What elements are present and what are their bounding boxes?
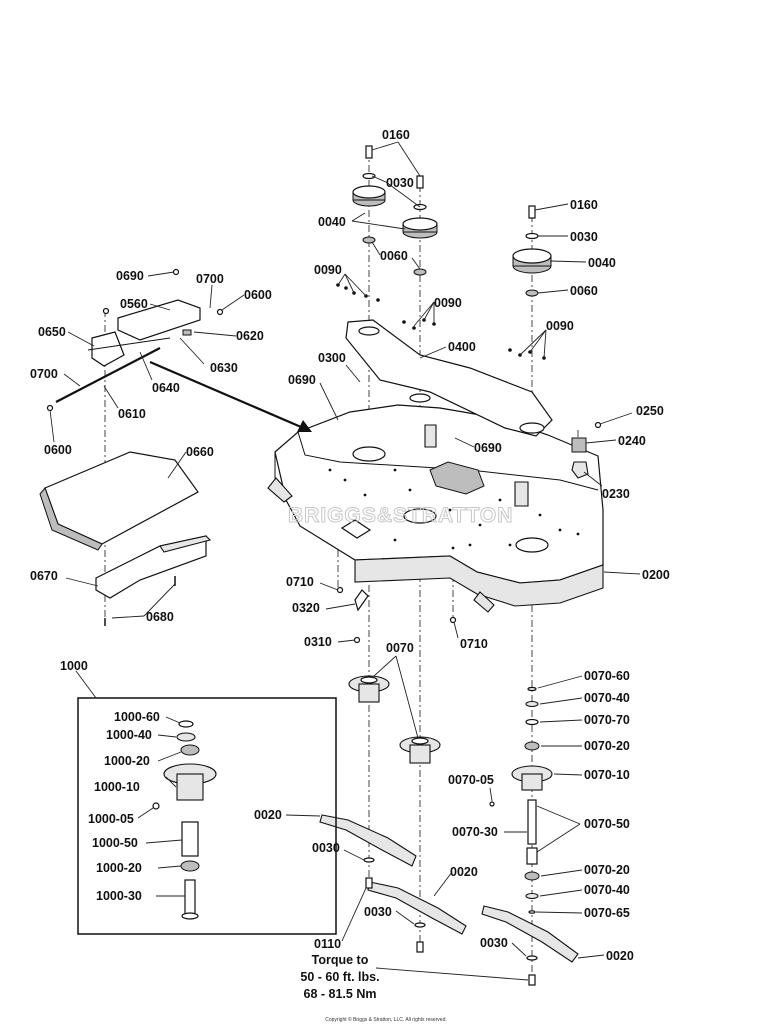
under-deck-hardware [336,586,457,644]
copyright-notice: Copyright © Briggs & Stratton, LLC. All … [325,1016,447,1023]
callout-0160: 0160 [570,198,598,212]
callout-0300: 0300 [318,351,346,365]
callout-0030: 0030 [480,936,508,950]
callout-0030: 0030 [386,176,414,190]
callout-0020: 0020 [254,808,282,822]
callout-1000: 1000 [60,659,88,673]
callout-0400: 0400 [448,340,476,354]
callout-0200: 0200 [642,568,670,582]
callout-0160: 0160 [382,128,410,142]
callout-0070-05: 0070-05 [448,773,494,787]
callout-0030: 0030 [364,905,392,919]
part-number-callouts: 0160 0030 0040 0060 0090 0090 0160 0030 … [30,128,670,963]
mower-deck-shell: BRIGGS&STRATTON [267,404,604,613]
callout-0070-20: 0070-20 [584,863,630,877]
callout-0230: 0230 [602,487,630,501]
callout-0600: 0600 [44,443,72,457]
callout-0690: 0690 [288,373,316,387]
callout-0090: 0090 [546,319,574,333]
callout-0690: 0690 [474,441,502,455]
callout-0070-50: 0070-50 [584,817,630,831]
callout-0020: 0020 [450,865,478,879]
callout-0070-40: 0070-40 [584,883,630,897]
callout-0030: 0030 [312,841,340,855]
torque-note-line-1: Torque to [312,953,369,967]
belt-shield [345,319,553,437]
callout-1000-10: 1000-10 [94,780,140,794]
assembly-arrow [149,360,312,432]
callout-0090: 0090 [314,263,342,277]
callout-0710: 0710 [286,575,314,589]
callout-0070-70: 0070-70 [584,713,630,727]
left-spindle-hardware [352,145,386,244]
callout-1000-05: 1000-05 [88,812,134,826]
callout-0680: 0680 [146,610,174,624]
callout-0250: 0250 [636,404,664,418]
torque-note-line-2: 50 - 60 ft. lbs. [300,970,379,984]
callout-1000-60: 1000-60 [114,710,160,724]
callout-0640: 0640 [152,381,180,395]
deck-mounting-holes [328,468,580,550]
callout-0060: 0060 [570,284,598,298]
blade-washers-bolts [363,857,538,986]
callout-0060: 0060 [380,249,408,263]
callout-0620: 0620 [236,329,264,343]
callout-0040: 0040 [588,256,616,270]
callout-0070: 0070 [386,641,414,655]
callout-0070-30: 0070-30 [452,825,498,839]
callout-0610: 0610 [118,407,146,421]
blades [319,814,579,963]
spindle-kit-inset [75,670,337,935]
callout-0070-65: 0070-65 [584,906,630,920]
callout-1000-50: 1000-50 [92,836,138,850]
center-spindle-hardware [402,175,438,276]
callout-0040: 0040 [318,215,346,229]
right-spindle-exploded [489,686,553,914]
callout-0660: 0660 [186,445,214,459]
callout-0700: 0700 [30,367,58,381]
callout-0070-20: 0070-20 [584,739,630,753]
callout-1000-20: 1000-20 [96,861,142,875]
deflector-bracket-assembly [46,268,224,412]
right-spindle-hardware [512,205,552,297]
deck-wheel-hardware [571,421,602,479]
torque-note-line-3: 68 - 81.5 Nm [304,987,377,1001]
left-spindle-housing [348,675,390,703]
brand-watermark: BRIGGS&STRATTON [288,504,513,527]
callout-0630: 0630 [210,361,238,375]
callout-0690: 0690 [116,269,144,283]
discharge-chute [39,451,212,626]
callout-0070-40: 0070-40 [584,691,630,705]
callout-0030: 0030 [570,230,598,244]
callout-0240: 0240 [618,434,646,448]
callout-0070-10: 0070-10 [584,768,630,782]
callout-0670: 0670 [30,569,58,583]
center-spindle-housing [399,736,441,764]
callout-1000-30: 1000-30 [96,889,142,903]
callout-0700: 0700 [196,272,224,286]
callout-0560: 0560 [120,297,148,311]
callout-1000-20: 1000-20 [104,754,150,768]
callout-0710: 0710 [460,637,488,651]
callout-0110: 0110 [314,937,341,951]
callout-0020: 0020 [606,949,634,963]
callout-0600: 0600 [244,288,272,302]
callout-0070-60: 0070-60 [584,669,630,683]
callout-0650: 0650 [38,325,66,339]
callout-0090: 0090 [434,296,462,310]
callout-1000-40: 1000-40 [106,728,152,742]
leader-lines [49,141,641,981]
callout-0320: 0320 [292,601,320,615]
callout-0310: 0310 [304,635,332,649]
torque-note: Torque to 50 - 60 ft. lbs. 68 - 81.5 Nm [300,953,379,1001]
